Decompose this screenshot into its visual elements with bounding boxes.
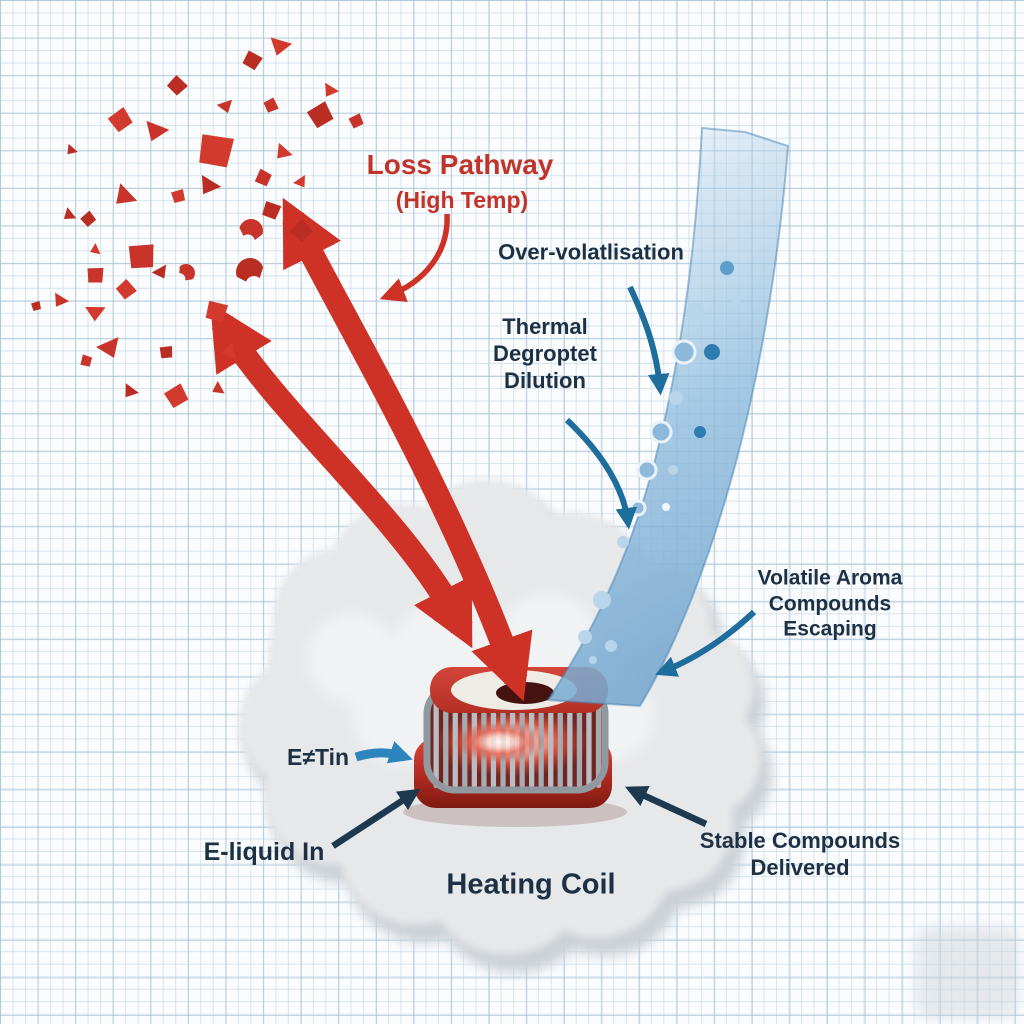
high-temp-subtitle: (High Temp): [395, 186, 529, 213]
stable-line-2: Delivered: [750, 855, 850, 880]
high-temp-pointer-arrow: [379, 213, 450, 303]
thermal-line-1: Thermal: [502, 313, 588, 339]
stable-compounds-arrow: [624, 785, 708, 827]
thermal-dilution-label: Thermal Degroptet Dilution: [493, 314, 597, 394]
volatile-aroma-label: Volatile Aroma Compounds Escaping: [758, 566, 903, 643]
stable-line-1: Stable Compounds: [699, 828, 901, 854]
e-tin-label: E≠Tin: [286, 743, 350, 770]
red-particles: [31, 37, 364, 409]
heating-coil-label: Heating Coil: [446, 868, 616, 901]
over-volatilisation-arrow: [627, 285, 670, 396]
loss-pathway-title: Loss Pathway: [366, 148, 554, 180]
thermal-dilution-arrow: [564, 417, 637, 530]
stream-bubbles: [578, 261, 741, 664]
stable-compounds-label: Stable Compounds Delivered: [700, 828, 900, 882]
volatile-line-3: Escaping: [783, 617, 877, 641]
corner-watermark: [916, 926, 1018, 1018]
over-volatilisation-label: Over-volatlisation: [498, 239, 684, 265]
volatile-aroma-arrow: [654, 609, 757, 677]
thermal-line-2: Degroptet: [493, 340, 597, 366]
volatile-line-2: Compounds: [768, 592, 892, 616]
loss-pathway-arrow-left: [210, 302, 473, 649]
e-liquid-in-arrow: [331, 788, 421, 849]
thermal-line-3: Dilution: [504, 367, 586, 393]
volatile-line-1: Volatile Aroma: [757, 566, 903, 590]
e-liquid-in-label: E-liquid In: [203, 837, 325, 866]
e-tin-arrow: [354, 741, 413, 764]
